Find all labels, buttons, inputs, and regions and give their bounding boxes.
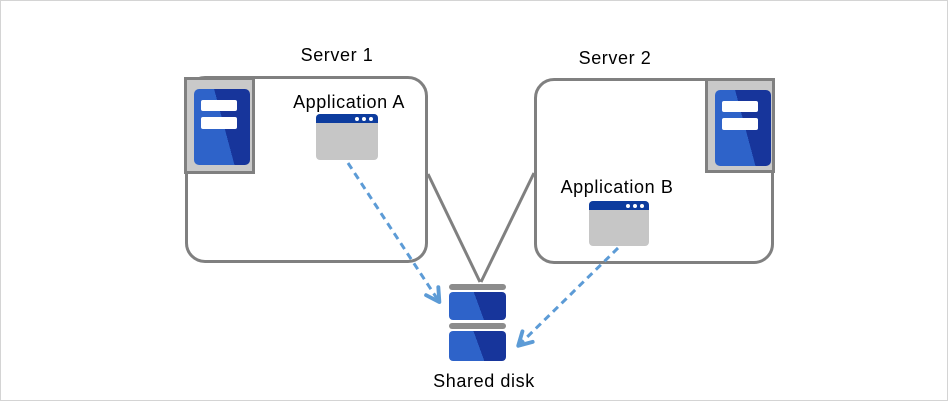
shared-disk-label: Shared disk bbox=[433, 371, 535, 391]
server1-label: Server 1 bbox=[300, 45, 374, 65]
server-slot-bar bbox=[722, 101, 758, 112]
server2-label: Server 2 bbox=[578, 48, 652, 68]
server-slot-bar bbox=[722, 118, 758, 130]
window-dot-icon bbox=[640, 203, 644, 208]
connector-line-server1-disk bbox=[426, 173, 482, 283]
window-titlebar bbox=[589, 201, 649, 210]
server2-tower-icon bbox=[705, 78, 775, 173]
application-b-window-icon bbox=[589, 201, 649, 246]
window-titlebar bbox=[316, 114, 378, 123]
shared-disk-icon bbox=[449, 331, 506, 361]
application-b-label: Application B bbox=[560, 177, 674, 197]
window-dot-icon bbox=[362, 116, 366, 121]
server-slot-bar bbox=[201, 117, 237, 129]
shared-disk-icon bbox=[449, 284, 506, 290]
application-a-label: Application A bbox=[293, 92, 405, 112]
application-a-window-icon bbox=[316, 114, 378, 160]
window-dot-icon bbox=[626, 203, 630, 208]
shared-disk-icon bbox=[449, 292, 506, 320]
server-slot-bar bbox=[201, 100, 237, 111]
window-dot-icon bbox=[355, 116, 359, 121]
server-tower-body bbox=[194, 89, 250, 165]
server-tower-body bbox=[715, 90, 771, 166]
shared-disk-icon bbox=[449, 323, 506, 329]
window-dot-icon bbox=[369, 116, 373, 121]
server1-tower-icon bbox=[184, 77, 255, 174]
connector-line-server2-disk bbox=[479, 172, 536, 283]
window-dot-icon bbox=[633, 203, 637, 208]
